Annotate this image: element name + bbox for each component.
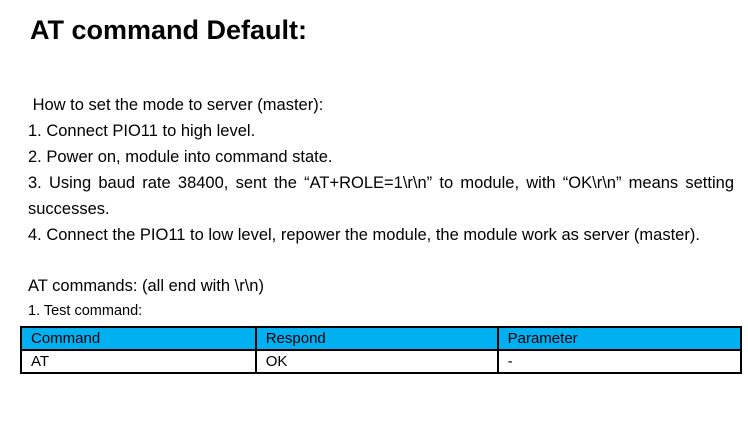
header-command: Command xyxy=(20,326,257,351)
step-4: 4. Connect the PIO11 to low level, repow… xyxy=(28,226,700,244)
command-table: Command Respond Parameter AT OK - xyxy=(20,326,743,374)
cell-respond: OK xyxy=(254,349,499,374)
document-page: AT command Default: How to set the mode … xyxy=(0,15,748,422)
table-header-row: Command Respond Parameter xyxy=(20,326,743,351)
step-3: 3. Using baud rate 38400, sent the “AT+R… xyxy=(28,174,734,218)
header-respond: Respond xyxy=(254,326,499,351)
step-2: 2. Power on, module into command state. xyxy=(28,148,333,166)
cell-command: AT xyxy=(20,349,257,374)
intro-heading: How to set the mode to server (master): xyxy=(28,96,324,114)
test-command-label: 1. Test command: xyxy=(28,303,143,319)
step-1: 1. Connect PIO11 to high level. xyxy=(28,122,256,140)
header-parameter: Parameter xyxy=(496,326,743,351)
table-row: AT OK - xyxy=(20,349,743,374)
page-title: AT command Default: xyxy=(30,15,308,45)
intro-paragraph: How to set the mode to server (master): … xyxy=(28,92,734,248)
cell-parameter: - xyxy=(496,349,743,374)
at-commands-heading: AT commands: (all end with \r\n) xyxy=(28,277,264,295)
